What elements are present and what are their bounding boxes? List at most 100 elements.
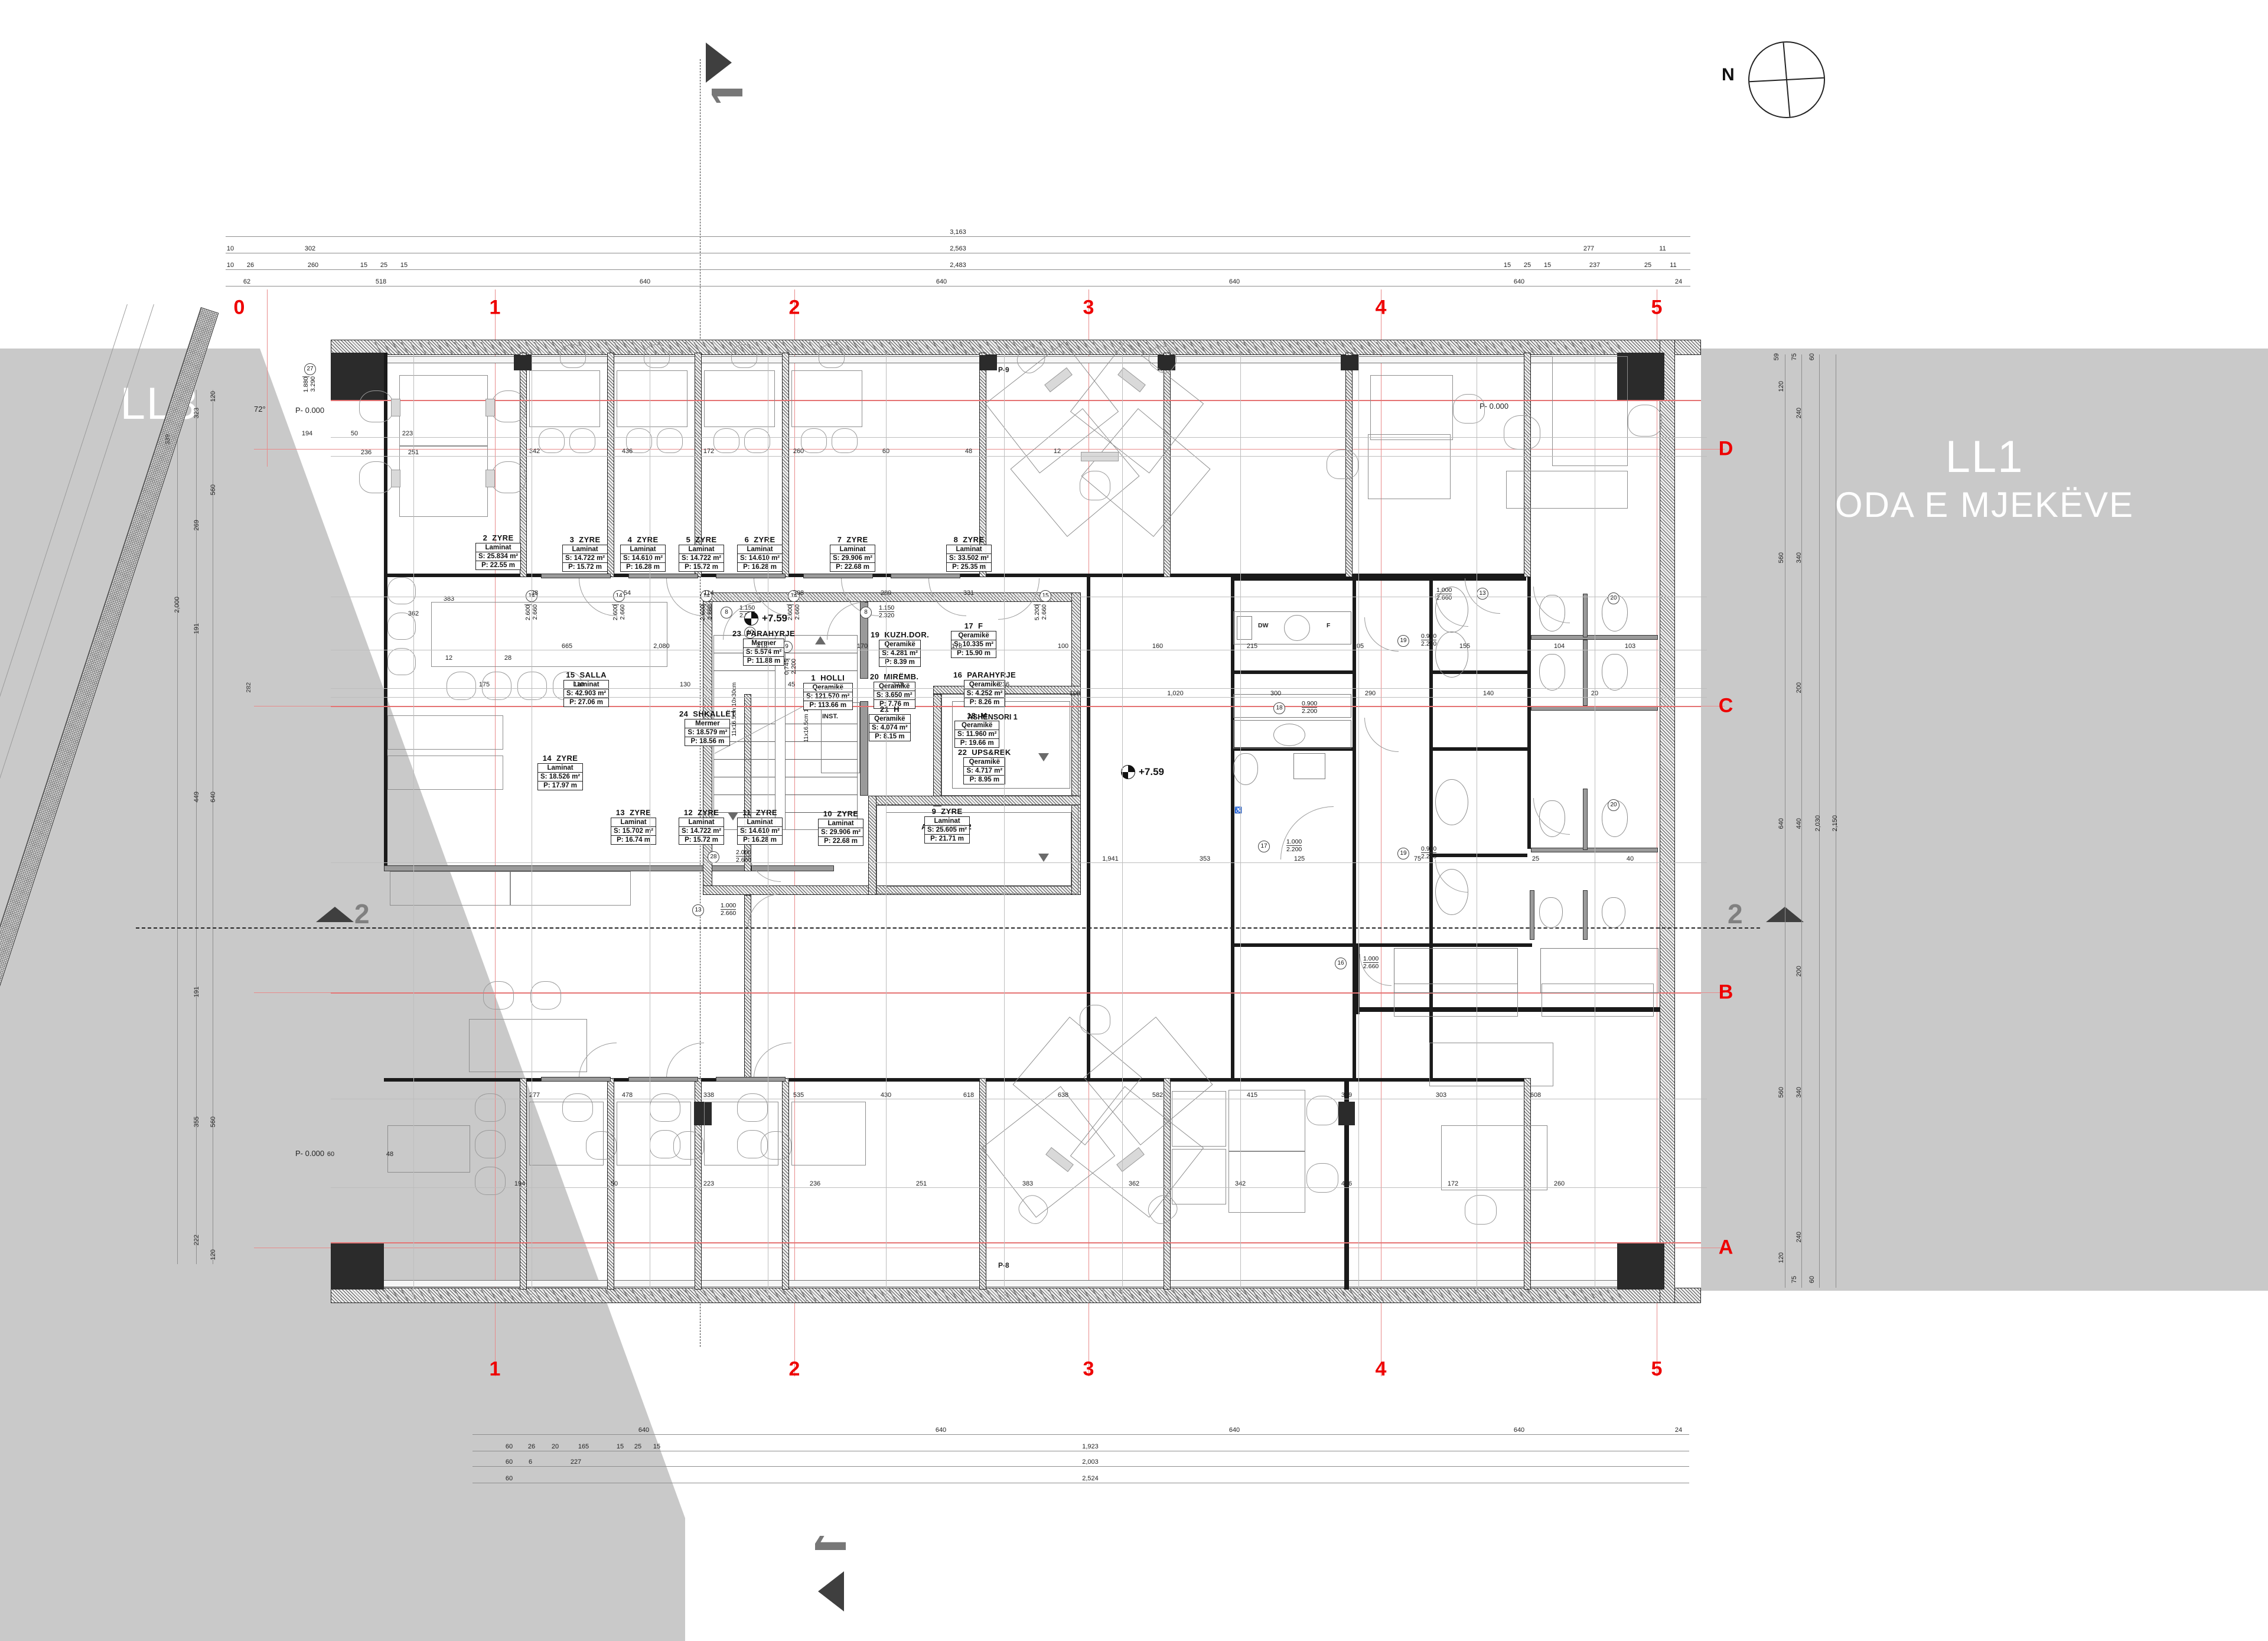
glazing-band-top bbox=[372, 356, 1624, 363]
desk bbox=[529, 370, 600, 427]
chair bbox=[447, 672, 476, 700]
level-marker-holli: +7.59 bbox=[1121, 765, 1164, 779]
room-title: 10 ZYRE bbox=[818, 809, 863, 818]
cabinet bbox=[1394, 984, 1518, 1017]
counter bbox=[1233, 720, 1351, 748]
chair bbox=[1080, 1005, 1110, 1034]
door-swing[interactable] bbox=[1364, 617, 1399, 652]
door-swing[interactable] bbox=[754, 1043, 791, 1078]
room-name: ZYRE bbox=[630, 808, 651, 817]
door-tag-14d: 14 bbox=[788, 590, 800, 602]
wall-dimension-text: 251 bbox=[915, 1180, 927, 1187]
chair bbox=[801, 428, 827, 453]
dimension-guide-line bbox=[886, 354, 887, 1300]
room-number: 3 bbox=[569, 535, 575, 544]
room-number: 1 bbox=[811, 673, 816, 682]
chair bbox=[475, 1093, 506, 1122]
door-tag-20a: 20 bbox=[1608, 592, 1619, 604]
door-swing[interactable] bbox=[748, 894, 781, 927]
dim-bot1-seg-1: 640 bbox=[935, 1427, 947, 1434]
dim-bot4-seg-0: 60 bbox=[505, 1475, 513, 1482]
dimension-col-left-1 bbox=[177, 390, 178, 1264]
room-title: 19 KUZH.DOR. bbox=[871, 630, 929, 639]
cabinet bbox=[387, 756, 503, 790]
partition-s-3 bbox=[695, 1078, 702, 1290]
level-value-holli: +7.59 bbox=[1139, 766, 1165, 777]
room-number: 19 bbox=[871, 630, 880, 639]
facade-louver-top bbox=[372, 342, 1624, 354]
dim-left-2000: 2,000 bbox=[174, 597, 181, 613]
wall-dimension-text: 478 bbox=[621, 1092, 633, 1099]
chair bbox=[387, 577, 416, 604]
dim-top3-seg-5: 15 bbox=[400, 262, 408, 269]
chair bbox=[491, 390, 526, 422]
wall-holli-right bbox=[1087, 577, 1090, 1079]
keyboard bbox=[485, 470, 495, 487]
door-sill bbox=[716, 1077, 786, 1082]
wall-dimension-text: 160 bbox=[1152, 643, 1164, 650]
door-swing[interactable] bbox=[1533, 587, 1570, 623]
room-name: ZYRE bbox=[556, 754, 578, 763]
cabinet bbox=[1172, 1091, 1226, 1147]
section-marker-left bbox=[316, 907, 354, 922]
desk bbox=[1228, 1151, 1305, 1213]
wall-wc-divider-2 bbox=[1433, 747, 1527, 751]
door-swing[interactable] bbox=[1533, 798, 1570, 835]
room-perimeter: P: 27.06 m bbox=[569, 699, 604, 706]
door-swing[interactable] bbox=[827, 602, 865, 640]
room-name: HOLLI bbox=[820, 673, 845, 682]
room-name: PARAHYRJE bbox=[967, 670, 1016, 679]
room-title: 4 ZYRE bbox=[620, 535, 666, 544]
pier-top-right bbox=[1617, 353, 1664, 400]
gridline-d bbox=[254, 449, 1725, 450]
room-area: S: 4.074 m² bbox=[869, 724, 910, 732]
chair bbox=[1306, 1163, 1338, 1193]
door-swing[interactable] bbox=[666, 578, 704, 616]
keyboard bbox=[391, 470, 400, 487]
partition-s-4 bbox=[782, 1078, 789, 1290]
room-finish: Laminat bbox=[819, 819, 863, 828]
chair bbox=[475, 1130, 506, 1158]
room-number: 5 bbox=[686, 535, 691, 544]
door-tag-16: 16 bbox=[1335, 958, 1347, 969]
dim-right-640: 640 bbox=[1778, 818, 1785, 829]
dim-top3-seg-2: 260 bbox=[307, 262, 319, 269]
dimension-guide-line bbox=[1240, 354, 1241, 1300]
dim-right-340a: 340 bbox=[1795, 552, 1803, 564]
room-name: MIRËMB. bbox=[884, 672, 919, 681]
door-swing[interactable] bbox=[666, 1043, 704, 1078]
conference-table bbox=[431, 602, 667, 667]
accessible-icon: ♿ bbox=[1234, 807, 1243, 814]
room-perimeter: P: 15.72 m bbox=[685, 564, 719, 571]
partition-n-3 bbox=[695, 353, 702, 577]
cabinet bbox=[390, 871, 510, 906]
dim-top3-seg-7: 25 bbox=[1523, 262, 1531, 269]
door-swing[interactable] bbox=[748, 849, 781, 882]
room-perimeter: P: 11.88 m bbox=[747, 657, 781, 665]
wall-dimension-text: 535 bbox=[793, 1092, 804, 1099]
room-title: 11 ZYRE bbox=[737, 808, 783, 817]
door-swing[interactable] bbox=[928, 578, 966, 616]
chair bbox=[539, 428, 565, 453]
room-finish: Laminat bbox=[564, 681, 609, 689]
door-swing[interactable] bbox=[1364, 718, 1399, 752]
wc-stall-divider-3 bbox=[1583, 789, 1588, 850]
elevator-1-shaft bbox=[941, 694, 1078, 796]
level-marker-stair: +7.59 bbox=[744, 611, 787, 626]
room-title: 9 ZYRE bbox=[924, 807, 970, 816]
dim-bot2-seg-2: 20 bbox=[551, 1443, 559, 1450]
chair bbox=[1080, 471, 1110, 500]
dim-bot2-seg-1: 26 bbox=[527, 1443, 536, 1450]
